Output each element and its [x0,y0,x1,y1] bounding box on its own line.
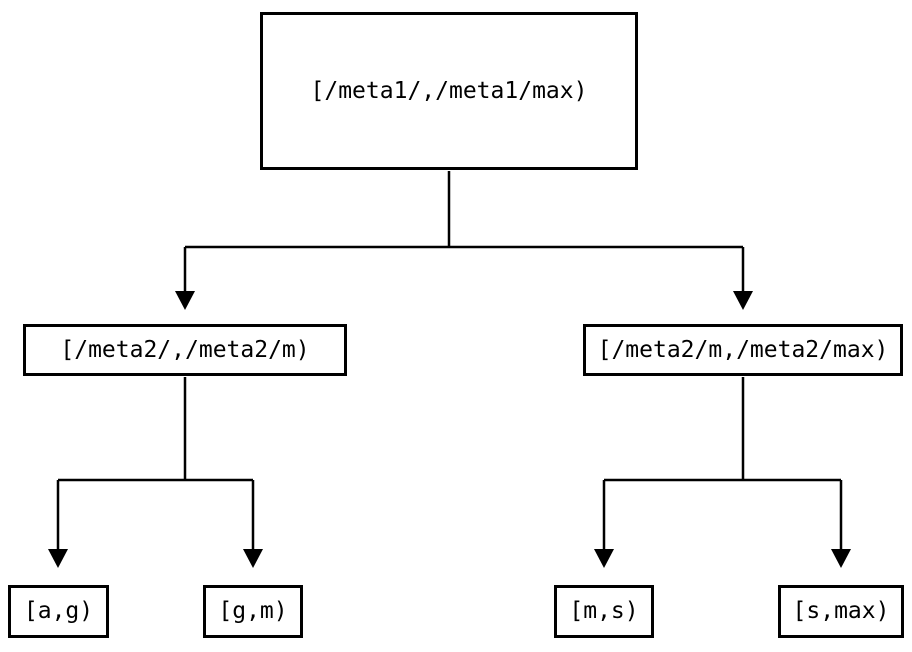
tree-node-leaf-smax: [s,max) [778,585,904,638]
node-label: [s,max) [792,598,890,624]
node-label: [/meta2/,/meta2/m) [60,336,310,363]
edge-line [183,171,745,292]
edge-root-to-children [175,171,753,310]
tree-node-leaf-ag: [a,g) [8,585,109,638]
tree-node-meta2-low: [/meta2/,/meta2/m) [23,324,347,376]
arrowhead-down-icon [175,291,195,310]
arrowhead-down-icon [48,549,68,568]
edge-right-to-leaves [594,377,851,568]
node-label: [m,s) [569,598,639,624]
arrowhead-down-icon [733,291,753,310]
arrowhead-down-icon [831,549,851,568]
tree-node-root: [/meta1/,/meta1/max) [260,12,638,170]
arrowhead-down-icon [243,549,263,568]
node-label: [g,m) [218,598,288,624]
edge-line [602,377,843,550]
node-label: [/meta2/m,/meta2/max) [597,336,889,363]
edge-line [56,377,255,550]
tree-node-meta2-high: [/meta2/m,/meta2/max) [583,324,903,376]
node-label: [/meta1/,/meta1/max) [310,77,588,104]
edge-left-to-leaves [48,377,263,568]
arrowhead-down-icon [594,549,614,568]
tree-node-leaf-gm: [g,m) [203,585,303,638]
tree-node-leaf-ms: [m,s) [554,585,654,638]
node-label: [a,g) [23,598,94,624]
